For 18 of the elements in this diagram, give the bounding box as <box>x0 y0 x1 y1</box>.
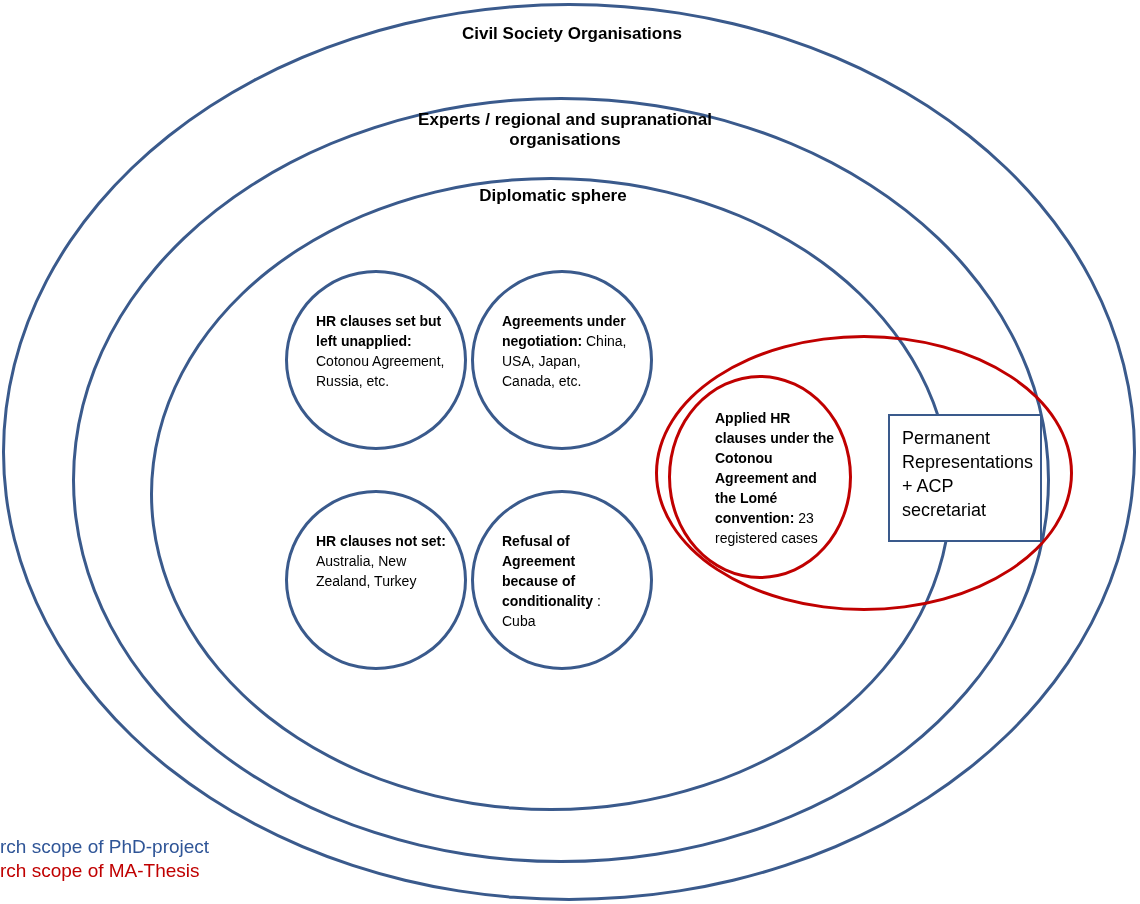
node-text: HR clauses not set: Australia, New Zealand, Turkey <box>316 532 446 591</box>
circle-node <box>285 270 467 450</box>
circle-node <box>471 490 653 670</box>
legend-text: rch scope of PhD-project <box>0 836 210 858</box>
region-title: Diplomatic sphere <box>478 186 628 206</box>
legend-text: rch scope of MA-Thesis <box>0 860 200 882</box>
ellipse-region <box>655 335 1073 611</box>
node-text: HR clauses set but left unapplied: Cotonou Agreement, Russia, etc. <box>316 312 446 391</box>
region-title: Civil Society Organisations <box>460 24 684 44</box>
node-text: Refusal of Agreement because of conditionality : Cuba <box>502 532 602 631</box>
node-text: Applied HR clauses under the Cotonou Agreement and the Lomé convention: 23 registered cases <box>715 409 835 548</box>
node-text: Agreements under negotiation: China, USA, Japan, Canada, etc. <box>502 312 628 391</box>
circle-node <box>285 490 467 670</box>
ellipse-region <box>2 3 1136 901</box>
circle-node <box>668 375 852 579</box>
text-box <box>888 414 1042 542</box>
region-title: Experts / regional and supranational organisations <box>417 110 713 150</box>
circle-node <box>471 270 653 450</box>
